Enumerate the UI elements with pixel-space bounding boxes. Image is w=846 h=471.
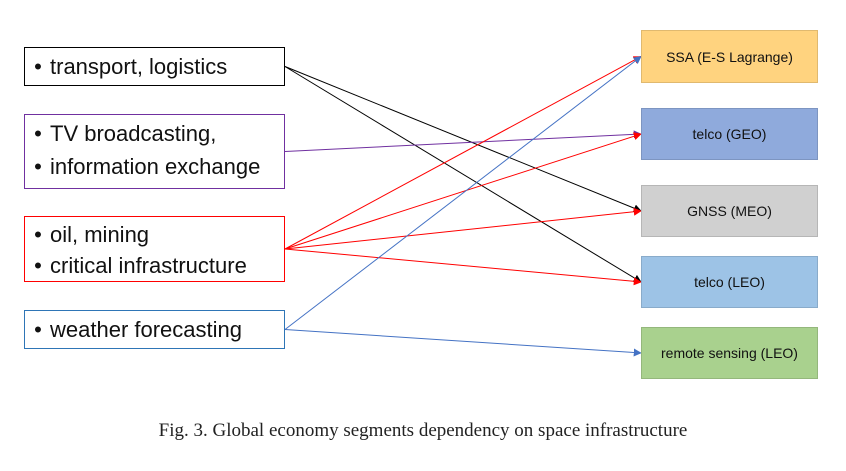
segment-box-broadcasting: • TV broadcasting, • information exchange	[24, 114, 285, 189]
segment-text: critical infrastructure	[50, 253, 247, 278]
arrow-s3-i0	[284, 56, 642, 330]
bullet: •	[34, 222, 42, 247]
infra-label: remote sensing (LEO)	[661, 345, 798, 361]
infra-box-ssa: SSA (E-S Lagrange)	[641, 30, 818, 83]
infra-label: GNSS (MEO)	[687, 203, 772, 219]
segment-box-oil-mining: • oil, mining • critical infrastructure	[24, 216, 285, 282]
bullet: •	[34, 317, 42, 342]
segment-line: • critical infrastructure	[29, 250, 284, 281]
arrow-s3-i4	[284, 329, 642, 357]
infra-label: SSA (E-S Lagrange)	[666, 48, 793, 65]
segment-line: • TV broadcasting,	[29, 117, 284, 150]
segment-text: oil, mining	[50, 222, 150, 247]
infra-box-gnss: GNSS (MEO)	[641, 185, 818, 237]
segment-text: information exchange	[50, 154, 261, 179]
bullet: •	[34, 54, 42, 79]
arrow-s0-i2	[284, 66, 642, 212]
segment-text: weather forecasting	[50, 317, 242, 342]
infra-box-telco-geo: telco (GEO)	[641, 108, 818, 160]
bullet: •	[34, 253, 42, 278]
bullet: •	[34, 121, 42, 146]
arrow-s2-i2	[284, 207, 642, 250]
segment-text: TV broadcasting,	[50, 121, 217, 146]
infra-label: telco (GEO)	[692, 126, 767, 142]
segment-line: • weather forecasting	[29, 313, 284, 346]
segment-line: • information exchange	[29, 150, 284, 183]
infra-label: telco (LEO)	[694, 274, 765, 290]
infra-box-telco-leo: telco (LEO)	[641, 256, 818, 308]
segment-box-weather: • weather forecasting	[24, 310, 285, 349]
figure-caption: Fig. 3. Global economy segments dependen…	[158, 420, 688, 441]
segment-text: transport, logistics	[50, 54, 228, 79]
bullet: •	[34, 154, 42, 179]
segment-line: • oil, mining	[29, 219, 284, 250]
segment-box-transport: • transport, logistics	[24, 47, 285, 86]
segment-line: • transport, logistics	[29, 50, 284, 83]
arrow-s2-i3	[284, 248, 642, 286]
arrow-s0-i3	[284, 66, 642, 283]
infra-box-remote-sensing: remote sensing (LEO)	[641, 327, 818, 379]
arrow-s2-i1	[284, 132, 642, 250]
arrow-s2-i0	[284, 56, 642, 250]
arrow-s1-i1	[284, 130, 642, 152]
